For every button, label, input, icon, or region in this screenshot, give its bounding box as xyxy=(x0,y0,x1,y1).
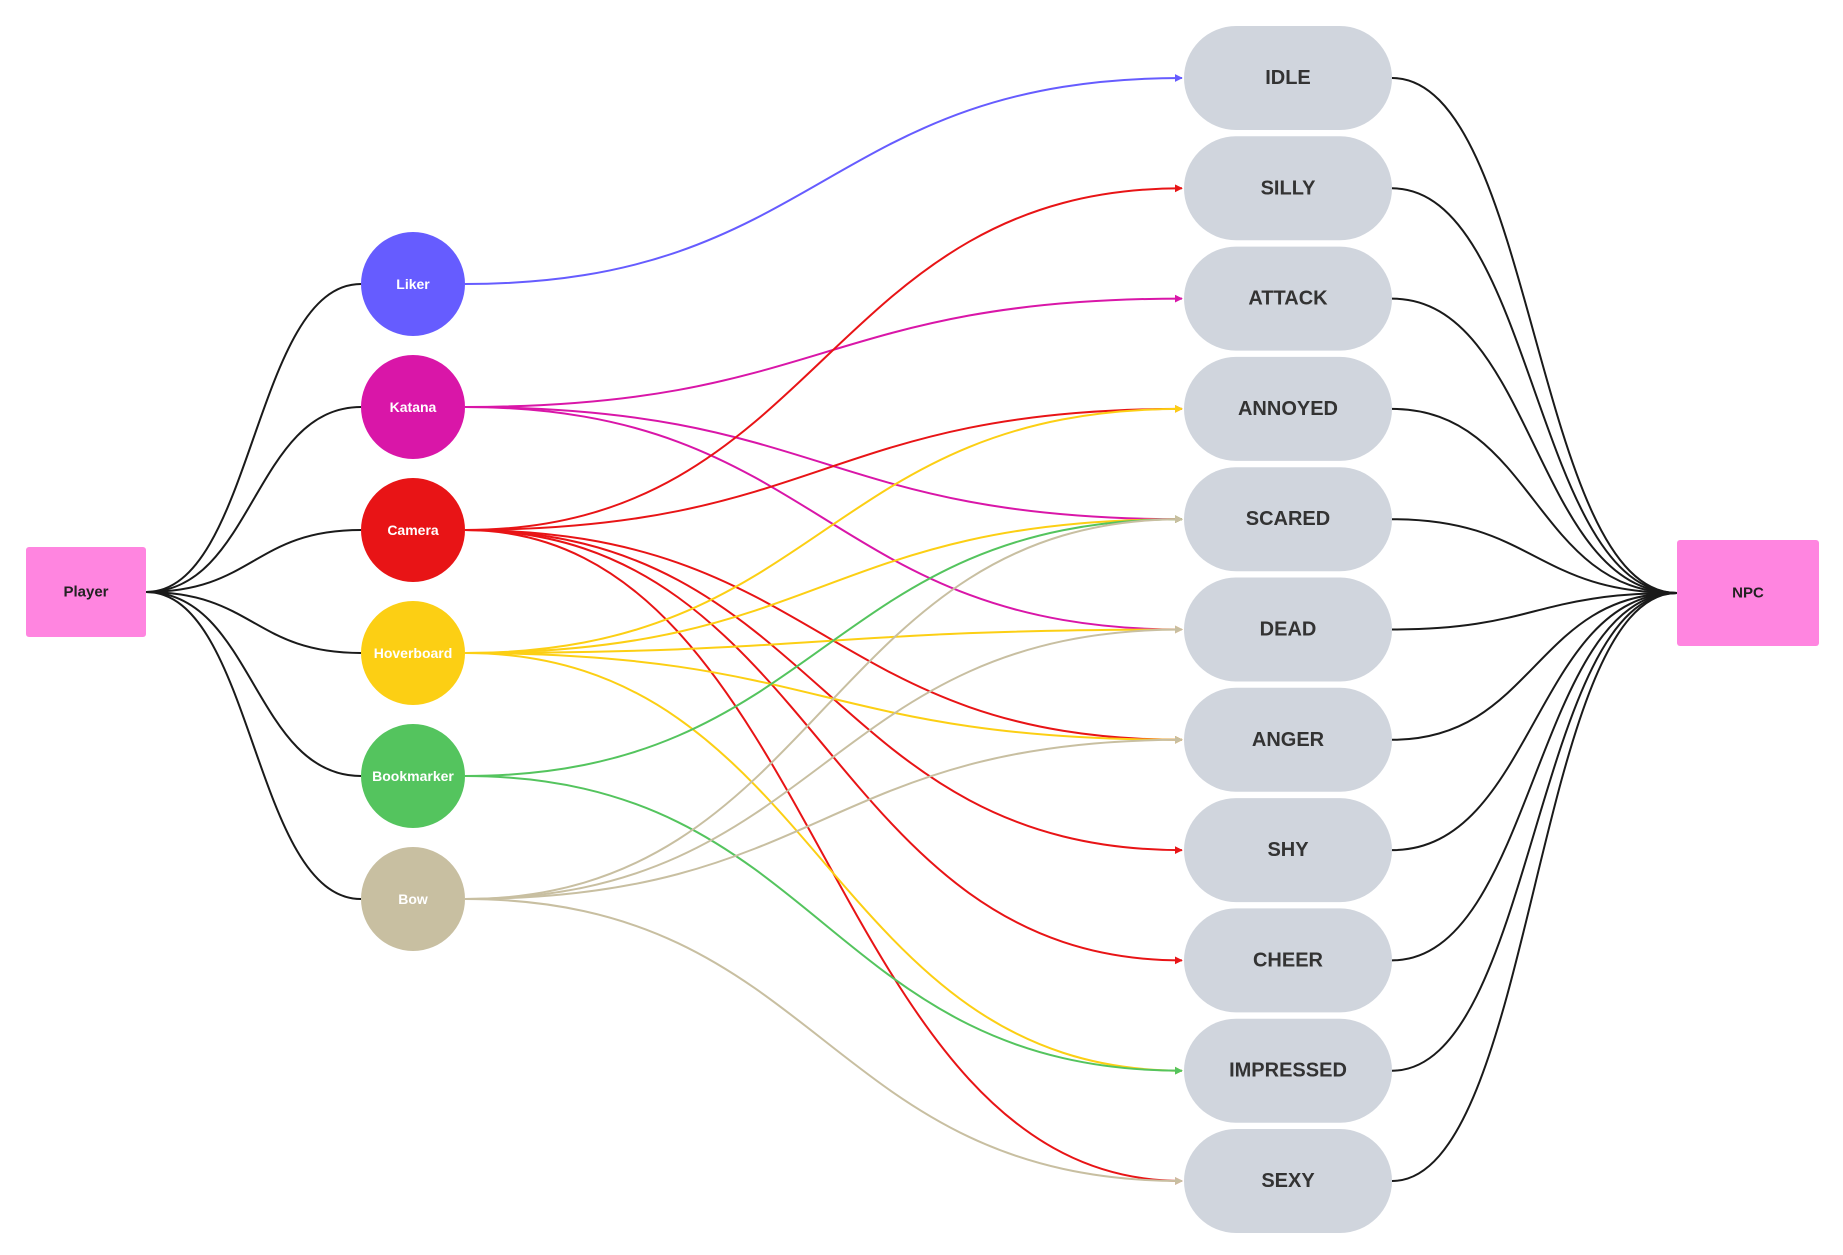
item-label-bow: Bow xyxy=(398,891,428,907)
cheer-to-npc-connector xyxy=(1391,592,1678,962)
state-node-idle: IDLE xyxy=(1184,26,1392,130)
state-label-anger: ANGER xyxy=(1252,729,1325,751)
state-pill-cheer xyxy=(1184,908,1392,1013)
state-node-attack: ATTACK xyxy=(1184,246,1392,351)
item-label-camera: Camera xyxy=(387,522,439,538)
item-node-liker: Liker xyxy=(361,232,465,336)
npc-node: NPC xyxy=(1677,540,1819,646)
state-label-idle: IDLE xyxy=(1265,67,1311,89)
dead-to-npc-connector xyxy=(1391,592,1678,631)
state-label-attack: ATTACK xyxy=(1248,288,1328,310)
state-pill-sexy xyxy=(1184,1129,1392,1233)
item-circle-bookmarker xyxy=(361,724,465,828)
state-label-impressed: IMPRESSED xyxy=(1229,1060,1347,1082)
idle-to-npc-connector xyxy=(1391,77,1678,594)
player-to-liker-connector xyxy=(145,283,362,593)
item-label-liker: Liker xyxy=(396,276,430,292)
state-label-scared: SCARED xyxy=(1246,508,1330,530)
npc-box xyxy=(1677,540,1819,646)
player-to-camera-connector xyxy=(145,529,362,593)
state-node-scared: SCARED xyxy=(1184,467,1392,572)
state-label-sexy: SEXY xyxy=(1261,1170,1315,1192)
state-node-cheer: CHEER xyxy=(1184,908,1392,1013)
state-node-sexy: SEXY xyxy=(1184,1129,1392,1233)
camera-to-sexy-edge xyxy=(464,529,1183,1185)
bow-to-dead-edge xyxy=(464,625,1183,900)
item-node-hoverboard: Hoverboard xyxy=(361,601,465,705)
hoverboard-to-annoyed-edge xyxy=(464,404,1183,654)
state-pill-attack xyxy=(1184,246,1392,351)
item-node-bookmarker: Bookmarker xyxy=(361,724,465,828)
bow-to-scared-edge xyxy=(464,515,1183,900)
state-pill-anger xyxy=(1184,687,1392,792)
camera-to-cheer-edge xyxy=(464,529,1183,965)
state-node-impressed: IMPRESSED xyxy=(1184,1018,1392,1123)
state-label-cheer: CHEER xyxy=(1253,949,1324,971)
item-node-camera: Camera xyxy=(361,478,465,582)
item-circle-liker xyxy=(361,232,465,336)
state-pill-silly xyxy=(1184,136,1392,241)
state-node-shy: SHY xyxy=(1184,798,1392,903)
anger-to-npc-connector xyxy=(1391,592,1678,741)
camera-to-anger-edge xyxy=(464,529,1183,744)
shy-to-npc-connector xyxy=(1391,592,1678,852)
katana-to-scared-edge xyxy=(464,406,1183,524)
player-label: Player xyxy=(63,584,108,601)
hoverboard-to-dead-edge xyxy=(464,625,1183,654)
scared-to-npc-connector xyxy=(1391,518,1678,594)
state-pill-scared xyxy=(1184,467,1392,572)
item-node-katana: Katana xyxy=(361,355,465,459)
state-label-annoyed: ANNOYED xyxy=(1238,398,1338,420)
npc-label: NPC xyxy=(1732,585,1764,602)
connector-layer xyxy=(145,77,1678,1182)
annoyed-to-npc-connector xyxy=(1391,407,1678,594)
item-label-hoverboard: Hoverboard xyxy=(374,645,453,661)
state-label-silly: SILLY xyxy=(1261,177,1316,199)
bookmarker-to-scared-edge xyxy=(464,515,1183,777)
hoverboard-to-anger-edge xyxy=(464,652,1183,744)
liker-to-idle-edge xyxy=(464,74,1183,285)
silly-to-npc-connector xyxy=(1391,187,1678,594)
item-circle-bow xyxy=(361,847,465,951)
impressed-to-npc-connector xyxy=(1391,592,1678,1072)
camera-to-shy-edge xyxy=(464,529,1183,855)
katana-to-attack-edge xyxy=(464,294,1183,408)
state-pill-annoyed xyxy=(1184,356,1392,461)
state-pill-shy xyxy=(1184,798,1392,903)
player-to-bookmarker-connector xyxy=(145,591,362,777)
hoverboard-to-impressed-edge xyxy=(464,652,1183,1075)
item-circle-katana xyxy=(361,355,465,459)
item-circle-camera xyxy=(361,478,465,582)
state-node-anger: ANGER xyxy=(1184,687,1392,792)
player-to-hoverboard-connector xyxy=(145,591,362,654)
player-to-bow-connector xyxy=(145,591,362,900)
node-layer: Player NPC LikerKatanaCameraHoverboardBook… xyxy=(26,26,1819,1233)
state-node-silly: SILLY xyxy=(1184,136,1392,241)
edge-layer xyxy=(464,74,1183,1185)
player-node: Player xyxy=(26,547,146,637)
item-circle-hoverboard xyxy=(361,601,465,705)
state-label-shy: SHY xyxy=(1267,839,1309,861)
camera-to-silly-edge xyxy=(464,184,1183,531)
hoverboard-to-scared-edge xyxy=(464,515,1183,654)
camera-to-annoyed-edge xyxy=(464,404,1183,531)
attack-to-npc-connector xyxy=(1391,297,1678,594)
state-pill-idle xyxy=(1184,26,1392,130)
player-box xyxy=(26,547,146,637)
state-pill-dead xyxy=(1184,577,1392,682)
bow-to-sexy-edge xyxy=(464,898,1183,1185)
state-node-dead: DEAD xyxy=(1184,577,1392,682)
item-node-bow: Bow xyxy=(361,847,465,951)
bow-to-anger-edge xyxy=(464,735,1183,900)
item-label-katana: Katana xyxy=(390,399,437,415)
state-pill-impressed xyxy=(1184,1018,1392,1123)
sexy-to-npc-connector xyxy=(1391,592,1678,1182)
katana-to-dead-edge xyxy=(464,406,1183,634)
item-label-bookmarker: Bookmarker xyxy=(372,768,454,784)
player-to-katana-connector xyxy=(145,406,362,593)
bookmarker-to-impressed-edge xyxy=(464,775,1183,1075)
state-node-annoyed: ANNOYED xyxy=(1184,356,1392,461)
state-label-dead: DEAD xyxy=(1260,619,1317,641)
